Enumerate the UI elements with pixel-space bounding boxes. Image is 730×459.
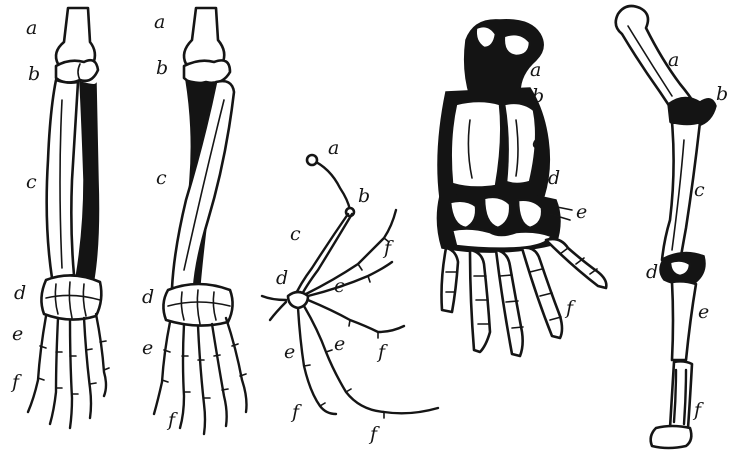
limb-3-drawing <box>262 155 438 418</box>
label-limb-3-c: c <box>290 223 301 245</box>
label-limb-2-c: c <box>156 167 167 189</box>
label-limb-3-f-upper: f <box>382 237 394 259</box>
label-limb-3-f-bottom: f <box>368 423 380 445</box>
limb-1-joint <box>56 60 98 82</box>
label-limb-5-a: a <box>668 49 679 71</box>
limb-3-labels: a b c d e f e f e f f <box>276 137 394 445</box>
label-limb-5-b: b <box>716 83 728 105</box>
limb-5-foot <box>651 281 696 448</box>
limb-2-wrist-bones <box>163 284 232 326</box>
label-limb-1-a: a <box>26 17 37 39</box>
label-limb-2-b: b <box>156 57 168 79</box>
limb-2-forearm-bones <box>172 80 234 288</box>
limb-4-drawing <box>437 20 606 356</box>
label-limb-1-b: b <box>28 63 40 85</box>
label-limb-3-e-upper: e <box>334 275 345 297</box>
label-limb-3-d: d <box>276 267 288 289</box>
label-limb-1-e: e <box>12 323 23 345</box>
label-limb-4-a: a <box>530 59 541 81</box>
label-limb-5-d: d <box>646 261 658 283</box>
limb-3-upper-bone <box>307 155 354 216</box>
label-limb-1-f: f <box>10 371 22 393</box>
label-limb-5-c: c <box>694 179 705 201</box>
limb-1-upper-bone <box>56 8 95 64</box>
label-limb-5-e: e <box>698 301 709 323</box>
limb-2-labels: a b c d e f <box>142 11 178 431</box>
label-limb-3-b: b <box>358 185 370 207</box>
limb-1-wrist-bones <box>41 275 101 319</box>
limb-3-wrist <box>262 292 308 320</box>
label-limb-4-f: f <box>564 297 576 319</box>
limb-1-digits <box>28 314 109 428</box>
label-limb-2-d: d <box>142 286 154 308</box>
limb-1-labels: a b c d e f <box>10 17 40 393</box>
limb-5-ankle <box>660 252 705 284</box>
limb-4-toes <box>442 239 607 356</box>
label-limb-4-e: e <box>576 201 587 223</box>
label-limb-5-f: f <box>692 399 704 421</box>
label-limb-4-b: b <box>532 85 544 107</box>
limb-1-forearm-bones <box>47 80 99 278</box>
label-limb-2-e: e <box>142 337 153 359</box>
label-limb-3-a: a <box>328 137 339 159</box>
label-limb-4-c: c <box>532 131 543 153</box>
limb-5-drawing <box>616 6 716 448</box>
label-limb-3-f-middle: f <box>376 341 388 363</box>
limb-2-upper-bone <box>184 8 224 64</box>
label-limb-2-f: f <box>166 409 178 431</box>
label-limb-3-e-middle: e <box>334 333 345 355</box>
label-limb-3-e-lower: e <box>284 341 295 363</box>
limb-3-digits <box>298 210 438 418</box>
label-limb-2-a: a <box>154 11 165 33</box>
label-limb-3-f-lower: f <box>290 401 302 423</box>
label-limb-1-c: c <box>26 171 37 193</box>
label-limb-4-d: d <box>548 167 560 189</box>
label-limb-1-d: d <box>14 282 26 304</box>
